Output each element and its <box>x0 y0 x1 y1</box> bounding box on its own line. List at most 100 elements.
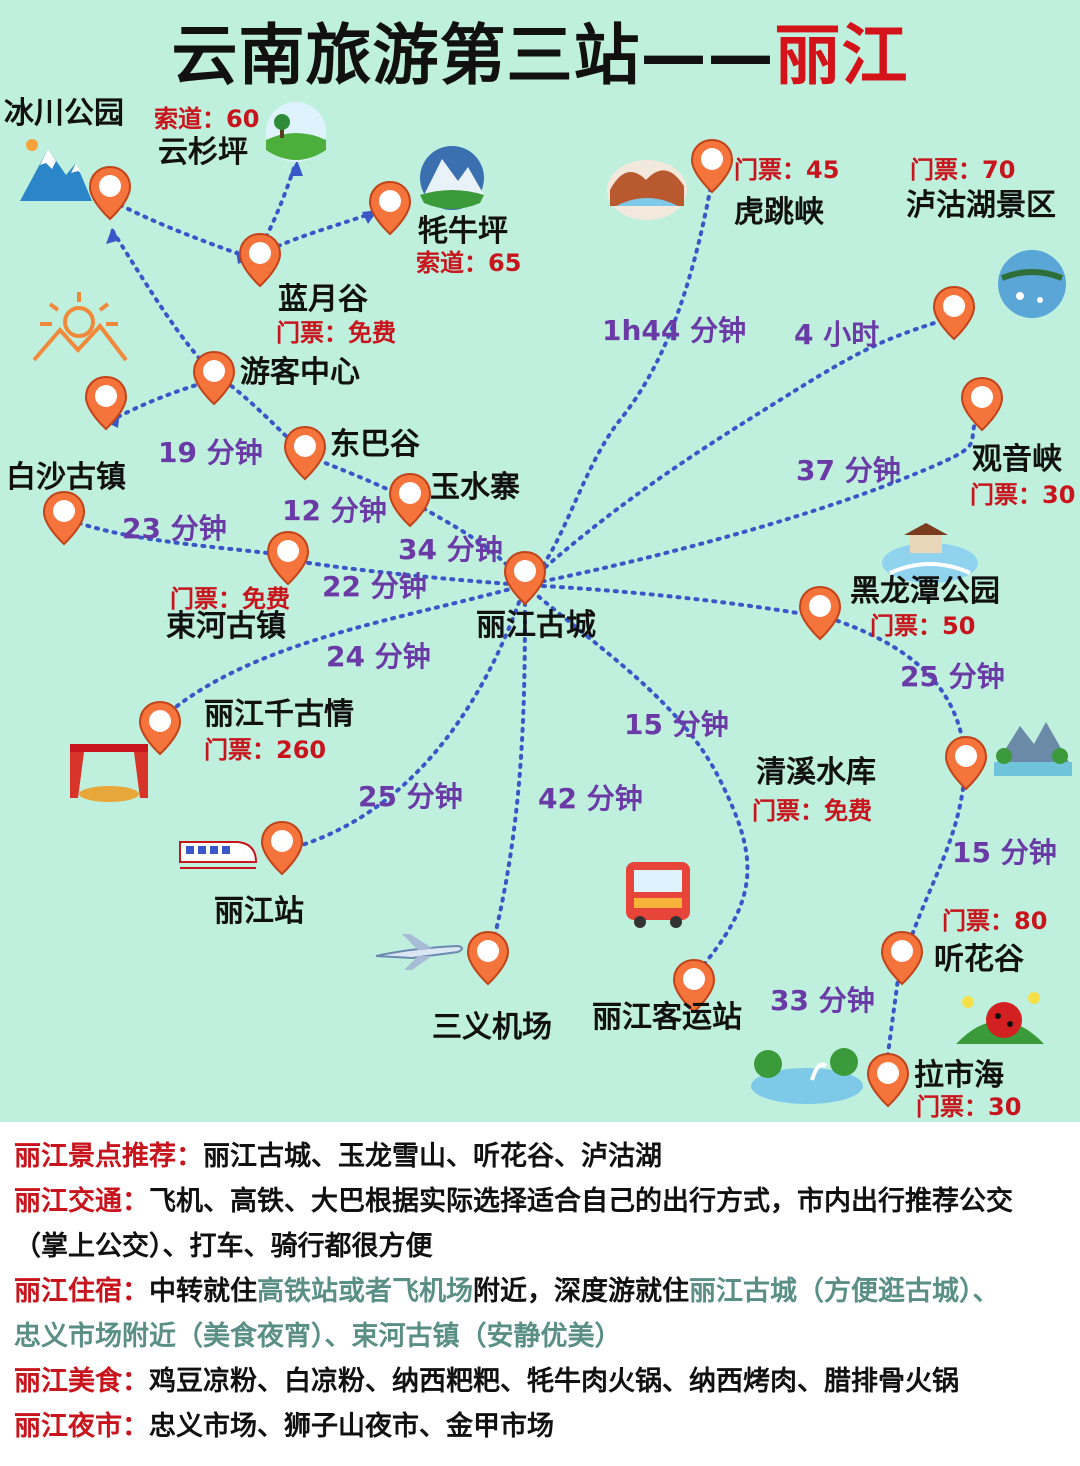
label-heilong: 黑龙潭公园 <box>850 574 1000 609</box>
label-tinghua: 听花谷 <box>934 942 1024 977</box>
flower-ladybug-icon <box>956 992 1044 1044</box>
info-transport: 丽江交通：飞机、高铁、大巴根据实际选择适合自己的出行方式，市内出行推荐公交 <box>14 1186 1013 1217</box>
route-tinghua <box>903 768 967 957</box>
label-station: 丽江站 <box>214 894 304 929</box>
route-lugu <box>523 316 952 587</box>
route-maoniu <box>268 210 377 252</box>
pin-gucheng <box>503 550 547 606</box>
pin-airport <box>466 930 510 986</box>
label-shuhe: 束河古镇 <box>166 609 286 644</box>
duration-shuhe-baisha: 23 分钟 <box>122 512 227 545</box>
label-hutiao: 虎跳峡 <box>734 195 824 230</box>
duration-lugu: 4 小时 <box>794 318 880 351</box>
gorge-icon <box>607 160 687 220</box>
route-hutiao <box>523 178 714 587</box>
pin-yushui <box>388 472 432 528</box>
info-night: 丽江夜市：忠义市场、狮子山夜市、金甲市场 <box>14 1411 554 1442</box>
label-youke: 游客中心 <box>240 355 360 390</box>
page-title: 云南旅游第三站——丽江 <box>171 17 909 94</box>
pin-lashi <box>866 1052 910 1108</box>
route-airport <box>488 583 527 957</box>
yak-meadow-icon <box>420 146 484 210</box>
ticket-heilong: 门票：50 <box>870 612 976 640</box>
pin-guanyin <box>960 376 1004 432</box>
duration-yushui: 34 分钟 <box>398 533 503 566</box>
pin-qiangu <box>138 700 182 756</box>
label-qingxi: 清溪水库 <box>756 755 876 790</box>
route-station <box>283 583 527 852</box>
duration-dongba: 12 分钟 <box>282 494 387 527</box>
ticket-lugu: 门票：70 <box>910 156 1016 184</box>
pin-lugu <box>932 285 976 341</box>
info-attractions: 丽江景点推荐：丽江古城、玉龙雪山、听花谷、泸沽湖 <box>14 1141 662 1172</box>
route-heilong <box>523 583 812 617</box>
route-dongba <box>303 453 412 502</box>
route-qingxi <box>818 613 967 762</box>
pin-qingxi <box>944 735 988 791</box>
pin-heilong <box>798 585 842 641</box>
pin-hutiao <box>690 138 734 194</box>
duration-baisha: 19 分钟 <box>158 436 263 469</box>
info-transport-cont: （掌上公交）、打车、骑行都很方便 <box>14 1231 433 1262</box>
duration-station: 25 分钟 <box>358 780 463 813</box>
ticket-qingxi: 门票：免费 <box>752 797 872 825</box>
pavilion-lake-icon <box>882 523 978 583</box>
label-airport: 三义机场 <box>432 1010 552 1045</box>
label-gucheng: 丽江古城 <box>476 608 596 643</box>
label-lanyuegu: 蓝月谷 <box>278 282 368 317</box>
route-qiangu <box>158 583 527 722</box>
sunrise-mountain-icon <box>32 292 128 362</box>
route-shuhe <box>288 558 527 587</box>
wetland-icon <box>751 1048 863 1104</box>
route-bus <box>523 583 750 977</box>
ticket-hutiao: 门票：45 <box>734 156 840 184</box>
ticket-lashi: 门票：30 <box>916 1093 1022 1121</box>
pin-shuhe <box>266 530 310 586</box>
duration-qingxi-tinghua: 15 分钟 <box>952 836 1057 869</box>
duration-hutiao: 1h44 分钟 <box>602 314 747 347</box>
label-bus: 丽江客运站 <box>592 1000 742 1035</box>
reservoir-icon <box>994 722 1072 776</box>
label-baisha: 白沙古镇 <box>6 460 126 495</box>
lake-icon <box>998 250 1066 318</box>
route-shuhe-baisha <box>63 516 287 557</box>
ticket-tinghua: 门票：80 <box>942 907 1048 935</box>
info-stay-cont: 忠义市场附近（美食夜宵）、束河古镇（安静优美） <box>14 1321 622 1352</box>
label-guanyin: 观音峡 <box>972 442 1062 477</box>
pin-baisha <box>42 490 86 546</box>
meadow-icon <box>266 102 326 162</box>
ticket-qiangu: 门票：260 <box>204 736 327 764</box>
bus-icon <box>626 862 690 928</box>
label-yunshanping: 云杉坪 <box>158 135 248 170</box>
airplane-icon <box>375 934 463 970</box>
label-maoniuping: 牦牛坪 <box>418 214 508 249</box>
label-yushui: 玉水寨 <box>430 470 520 505</box>
ticket-guanyin: 门票：30 <box>970 481 1076 509</box>
label-bingchuan: 冰川公园 <box>4 96 124 131</box>
snow-mountain-icon <box>20 139 92 201</box>
ticket-maoniuping: 索道：65 <box>416 249 522 277</box>
pin-baisha-youke <box>84 375 128 431</box>
pin-tinghua <box>880 930 924 986</box>
pin-bus <box>672 958 716 1014</box>
label-dongba: 东巴谷 <box>330 427 420 462</box>
info-stay: 丽江住宿：中转就住高铁站或者飞机场附近，深度游就住丽江古城（方便逛古城）、 <box>14 1276 1000 1307</box>
ticket-yunshanping: 索道：60 <box>154 105 260 133</box>
duration-shuhe: 22 分钟 <box>322 570 427 603</box>
stage-icon <box>70 744 148 802</box>
label-lashi: 拉市海 <box>914 1058 1004 1093</box>
info-panel: 丽江景点推荐：丽江古城、玉龙雪山、听花谷、泸沽湖 丽江交通：飞机、高铁、大巴根据… <box>0 1122 1080 1466</box>
pin-youke <box>192 350 236 406</box>
pin-lanyuegu <box>238 232 282 288</box>
label-lugu: 泸沽湖景区 <box>906 188 1056 223</box>
pin-maoniuping <box>368 180 412 236</box>
label-qiangu: 丽江千古情 <box>204 697 354 732</box>
duration-qiangu: 24 分钟 <box>326 640 431 673</box>
pin-dongba <box>283 425 327 481</box>
duration-heilong-qingxi: 25 分钟 <box>900 660 1005 693</box>
ticket-lanyuegu: 门票：免费 <box>276 319 396 347</box>
duration-guanyin: 37 分钟 <box>796 454 901 487</box>
ticket-shuhe: 门票：免费 <box>170 585 290 613</box>
info-food: 丽江美食：鸡豆凉粉、白凉粉、纳西粑粑、牦牛肉火锅、纳西烤肉、腊排骨火锅 <box>14 1366 959 1397</box>
route-guanyin <box>523 408 982 587</box>
